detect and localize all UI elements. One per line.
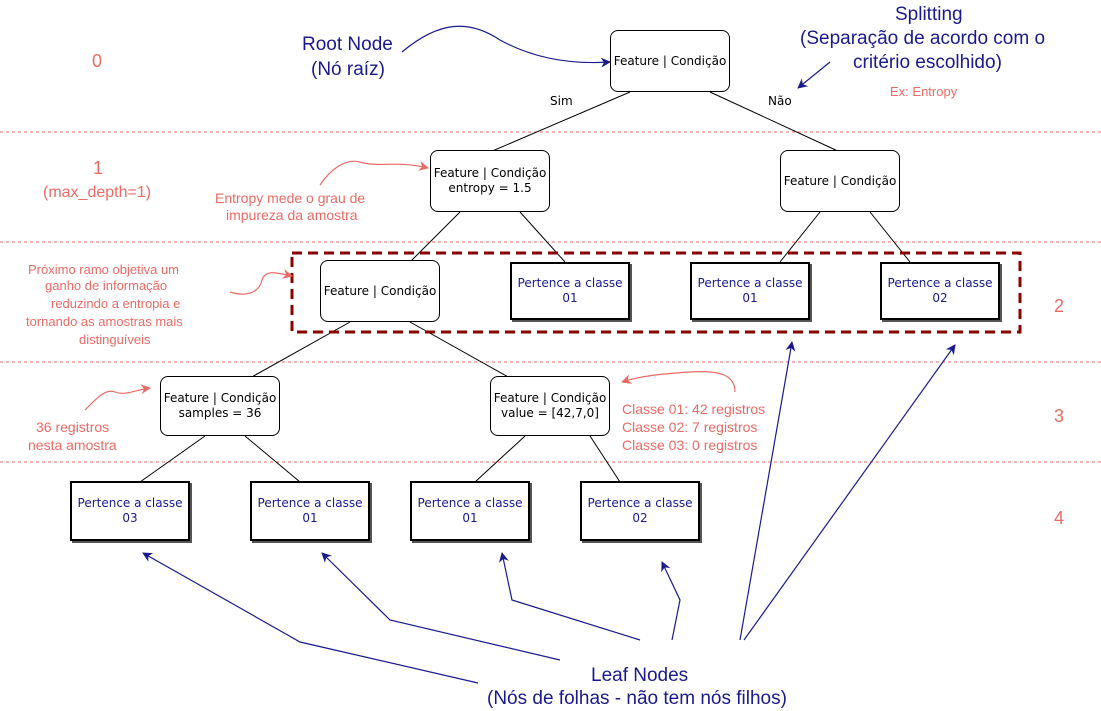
arrow-entropy-note: [319, 160, 429, 186]
splitting-title: Splitting: [895, 4, 963, 25]
level4-leaf-b[interactable]: Pertence a classe 01: [250, 481, 370, 541]
level-3-label: 3: [1054, 406, 1065, 426]
edge-root-right: [709, 91, 841, 153]
edge-label-no: Não: [768, 94, 792, 108]
splitting-line-2: critério escolhido): [853, 52, 1002, 73]
class-note-line-2: Classe 02: 7 registros: [622, 419, 758, 435]
level1-left-node[interactable]: Feature | Condição entropy = 1.5: [430, 150, 550, 212]
edge-l3left-leafa: [139, 435, 206, 483]
arrow-leaf-2c: [743, 344, 956, 641]
edge-decision-l3left: [249, 321, 351, 379]
edge-decision-l3right: [409, 321, 511, 379]
level1-right-node[interactable]: Feature | Condição: [780, 150, 900, 212]
root-node-subtitle: (Nó raíz): [311, 59, 385, 80]
level-1-sublabel: (max_depth=1): [43, 184, 152, 201]
level2-leaf-c[interactable]: Pertence a classe 02: [880, 262, 1000, 320]
splitting-line-1: (Separação de acordo com o: [800, 28, 1046, 49]
edge-l3right-leafc: [474, 435, 526, 483]
level-2-label: 2: [1054, 296, 1065, 316]
arrow-root-node: [401, 25, 611, 68]
arrow-leaf-4c: [498, 552, 641, 641]
level2-leaf-a[interactable]: Pertence a classe 01: [510, 262, 630, 320]
entropy-note-line-2: impureza da amostra: [226, 207, 358, 223]
leaf-nodes-title: Leaf Nodes: [591, 665, 689, 686]
level-4-label: 4: [1054, 508, 1065, 528]
entropy-note-line-1: Entropy mede o grau de: [215, 190, 366, 206]
class-note-line-3: Classe 03: 0 registros: [622, 437, 758, 453]
level4-leaf-a[interactable]: Pertence a classe 03: [70, 481, 190, 541]
next-branch-note-line-3: reduzindo a entropia e: [51, 296, 181, 311]
root-node[interactable]: Feature | Condição: [610, 30, 730, 92]
level2-leaf-b[interactable]: Pertence a classe 01: [690, 262, 810, 320]
level4-leaf-d[interactable]: Pertence a classe 02: [580, 481, 700, 541]
splitting-example: Ex: Entropy: [890, 84, 958, 99]
edge-root-left: [489, 91, 631, 153]
arrow-splitting: [797, 61, 831, 89]
next-branch-note-line-5: distinguíveis: [79, 332, 151, 347]
arrow-leaf-4b: [321, 552, 561, 661]
edge-l1right-leafa: [779, 211, 821, 263]
leaf-nodes-subtitle: (Nós de folhas - não tem nós filhos): [487, 688, 787, 709]
samples-note-line-2: nesta amostra: [28, 437, 117, 453]
level2-decision-node[interactable]: Feature | Condição: [320, 260, 440, 322]
arrow-samples-note: [84, 384, 151, 411]
level-0-label: 0: [92, 51, 103, 71]
edge-l1left-decision: [409, 211, 461, 263]
level2-highlight-box: [290, 251, 1022, 334]
level3-right-node[interactable]: Feature | Condição value = [42,7,0]: [490, 376, 610, 436]
arrow-leaf-4d: [661, 561, 681, 641]
edge-l1left-leaf: [519, 211, 566, 263]
arrow-leaf-4a: [142, 552, 479, 684]
arrow-next-branch-note: [229, 269, 293, 295]
level3-left-node[interactable]: Feature | Condição samples = 36: [160, 376, 280, 436]
next-branch-note-line-4: tornando as amostras mais: [26, 314, 183, 329]
level4-leaf-c[interactable]: Pertence a classe 01: [410, 481, 530, 541]
samples-note-line-1: 36 registros: [36, 419, 110, 435]
root-node-title: Root Node: [302, 34, 393, 55]
edge-l3left-leafb: [244, 435, 301, 483]
class-note-line-1: Classe 01: 42 registros: [622, 401, 766, 417]
arrow-leaf-2b: [739, 341, 796, 641]
next-branch-note-line-1: Próximo ramo objetiva um: [28, 262, 179, 277]
edge-l3right-leafd: [589, 435, 621, 483]
edge-label-yes: Sim: [550, 94, 573, 108]
next-branch-note-line-2: ganho de informação: [45, 278, 168, 293]
arrow-value-note: [621, 370, 736, 393]
level-1-label: 1: [93, 158, 104, 178]
